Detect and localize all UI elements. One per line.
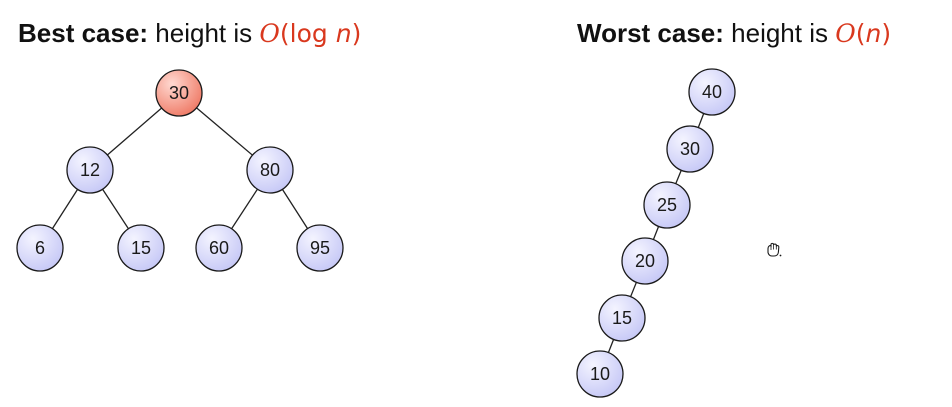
node-label: 60 <box>209 238 229 258</box>
node-label: 12 <box>80 160 100 180</box>
node-label: 15 <box>612 308 632 328</box>
worst-big-o: O <box>835 19 856 48</box>
worst-case-complexity: O(n) <box>835 19 891 48</box>
worst-chain-node: 20 <box>621 237 669 285</box>
worst-chain-node: 10 <box>576 350 624 398</box>
best-tree-node: 6 <box>16 224 64 272</box>
node-label: 15 <box>131 238 151 258</box>
node-label: 20 <box>635 251 655 271</box>
worst-chain-node: 40 <box>688 68 736 116</box>
best-case-heading: Best case: height is O(log n) <box>18 16 361 51</box>
worst-var: n <box>865 19 882 48</box>
node-label: 80 <box>260 160 280 180</box>
best-paren-open: ( <box>279 19 290 48</box>
node-label: 6 <box>35 238 45 258</box>
worst-chain-node: 25 <box>643 181 691 229</box>
best-tree-node: 60 <box>195 224 243 272</box>
best-case-complexity: O(log n) <box>259 19 361 48</box>
node-label: 40 <box>702 82 722 102</box>
worst-chain-node: 15 <box>598 294 646 342</box>
worst-case-heading: Worst case: height is O(n) <box>577 16 891 51</box>
best-case-label: Best case: <box>18 18 149 48</box>
worst-paren-close: ) <box>881 19 892 48</box>
best-var: n <box>335 19 352 48</box>
best-tree-node: 15 <box>117 224 165 272</box>
node-label: 10 <box>590 364 610 384</box>
worst-paren-open: ( <box>855 19 866 48</box>
worst-case-text: height is <box>723 18 836 48</box>
node-label: 95 <box>310 238 330 258</box>
node-label: 30 <box>680 139 700 159</box>
best-tree-node: 80 <box>246 146 294 194</box>
best-tree-node-root: 30 <box>155 69 203 117</box>
best-big-o: O <box>259 19 280 48</box>
best-paren-close: ) <box>351 19 362 48</box>
best-case-text: height is <box>148 18 260 48</box>
hand-cursor-icon <box>767 242 782 257</box>
node-label: 30 <box>169 83 189 103</box>
best-func: log <box>289 19 336 48</box>
worst-chain-node: 30 <box>666 125 714 173</box>
node-label: 25 <box>657 195 677 215</box>
best-tree-node: 95 <box>296 224 344 272</box>
best-tree-node: 12 <box>66 146 114 194</box>
worst-case-label: Worst case: <box>577 18 724 48</box>
